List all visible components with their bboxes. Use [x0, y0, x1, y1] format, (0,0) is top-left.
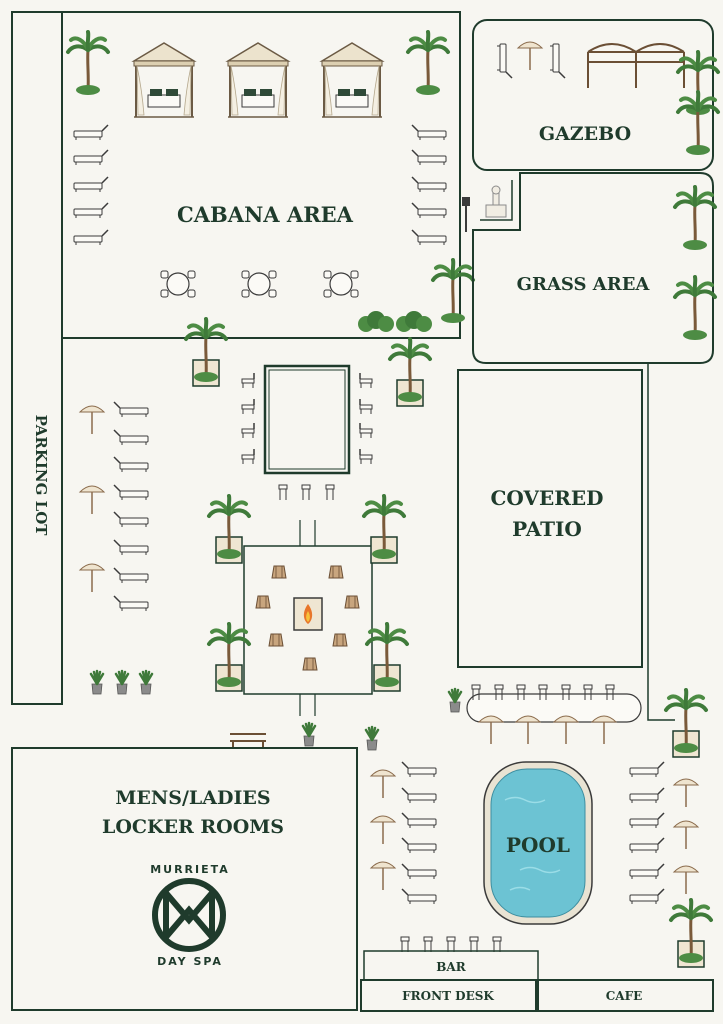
locker-rooms-area: MENS/LADIES LOCKER ROOMS — [11, 747, 358, 1011]
stools-bottom — [278, 484, 335, 501]
gazebo-structure — [587, 43, 685, 88]
pool-label: POOL — [506, 833, 570, 857]
pool-water — [490, 768, 586, 918]
cabana-2 — [227, 42, 289, 118]
bar-label: BAR — [436, 960, 466, 974]
covered-patio-label-2: PATIO — [512, 517, 582, 541]
cabana-area-label: CABANA AREA — [177, 202, 354, 227]
cafe-area: CAFE — [537, 979, 714, 1012]
fire-pit — [293, 597, 323, 631]
bistro-table — [323, 270, 359, 298]
fountain — [485, 185, 507, 218]
walkway — [299, 520, 316, 716]
potted-plant — [301, 721, 317, 748]
front-desk-area: FRONT DESK — [360, 979, 537, 1012]
palm-tree — [673, 185, 717, 252]
logo-top-text: MURRIETA — [150, 863, 230, 876]
locker-rooms-label-2: LOCKER ROOMS — [102, 816, 284, 838]
stools-left — [241, 372, 255, 465]
cafe-label: CAFE — [606, 989, 643, 1003]
grass-area: GRASS AREA — [472, 172, 717, 364]
cabana-3 — [321, 42, 383, 118]
covered-patio-label-1: COVERED — [491, 486, 604, 510]
umbrella — [79, 563, 105, 593]
bar-area: BAR — [363, 936, 539, 981]
umbrella — [79, 485, 105, 515]
logo-bottom-text: DAY SPA — [157, 955, 223, 968]
potted-plant — [89, 669, 105, 696]
umbrella — [79, 405, 105, 435]
potted-palm — [209, 624, 249, 691]
front-desk-label: FRONT DESK — [402, 989, 494, 1003]
outdoor-bar — [447, 684, 642, 745]
palm-tree — [66, 30, 110, 97]
umbrella — [673, 820, 699, 850]
gazebo-area: GAZEBO — [472, 19, 720, 171]
potted-plant — [138, 669, 154, 696]
bush — [358, 311, 394, 332]
grass-area-label: GRASS AREA — [517, 274, 651, 295]
palm-tree — [431, 258, 475, 325]
potted-plant — [364, 725, 380, 752]
parking-lot-label: PARKING LOT — [32, 415, 50, 537]
lounge-chair — [496, 43, 513, 79]
potted-palm — [671, 900, 711, 967]
murrieta-day-spa-logo: MURRIETA DAY SPA — [150, 863, 230, 968]
walkway-right — [647, 363, 675, 721]
fire-pit-area — [209, 496, 407, 695]
palm-tree — [673, 275, 717, 342]
potted-plant — [114, 669, 130, 696]
bistro-table — [241, 270, 277, 298]
umbrella — [517, 41, 543, 71]
stools-right — [359, 372, 373, 465]
bench — [230, 733, 266, 748]
lounge-chair — [549, 43, 566, 79]
lounge-chairs-left — [73, 124, 109, 246]
umbrella — [673, 778, 699, 808]
potted-palm — [364, 496, 404, 563]
central-courtyard — [186, 319, 430, 501]
gazebo-label: GAZEBO — [539, 123, 631, 145]
bistro-table — [160, 270, 196, 298]
umbrella — [370, 769, 396, 799]
potted-palm — [390, 339, 430, 406]
cabana-1 — [133, 42, 195, 118]
bush — [396, 311, 432, 332]
lamp-post — [462, 197, 470, 232]
umbrella — [673, 865, 699, 895]
pool-area: POOL — [370, 761, 699, 925]
potted-palm — [666, 690, 706, 757]
covered-patio-area: COVERED PATIO — [457, 369, 643, 668]
locker-rooms-label-1: MENS/LADIES — [115, 787, 270, 809]
umbrella — [370, 815, 396, 845]
parking-lot-area: PARKING LOT — [11, 11, 63, 705]
palm-tree — [406, 30, 450, 97]
potted-palm — [367, 624, 407, 691]
potted-palm — [209, 496, 249, 563]
potted-plant — [447, 687, 463, 714]
left-lounge-strip — [79, 401, 154, 696]
lounge-chairs-right — [411, 124, 447, 246]
cabana-area: CABANA AREA — [61, 11, 475, 339]
potted-palm — [186, 319, 226, 386]
umbrella — [370, 861, 396, 891]
